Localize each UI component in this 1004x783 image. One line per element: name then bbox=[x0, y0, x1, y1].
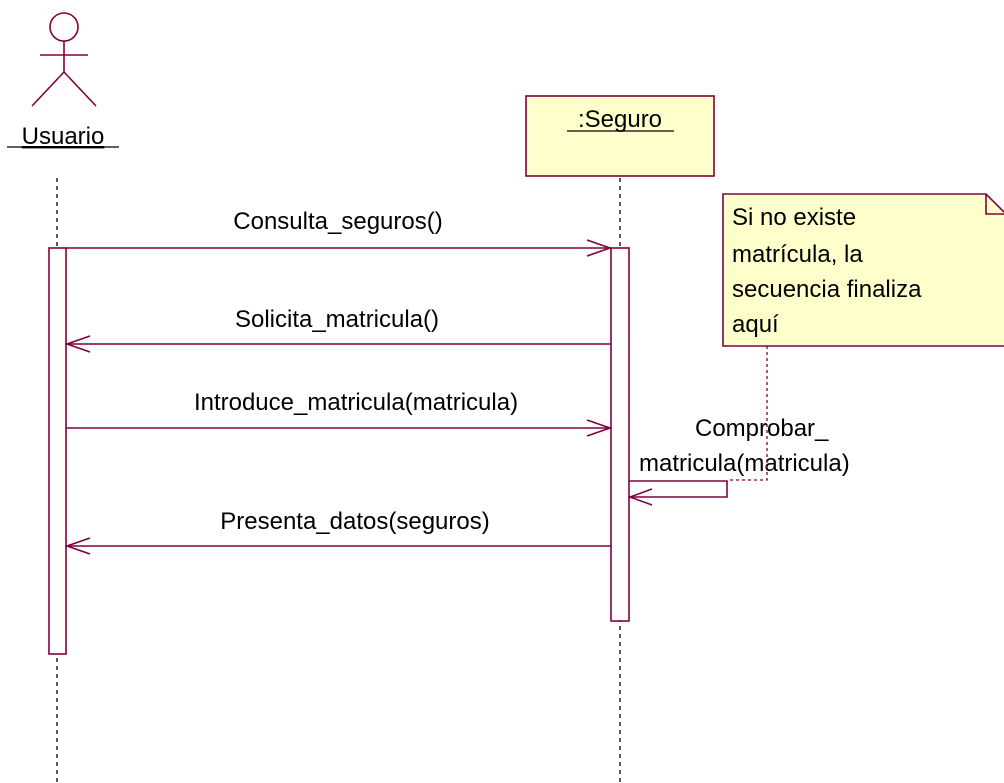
message-label: Presenta_datos(seguros) bbox=[220, 508, 489, 535]
arrowhead-open-left-icon bbox=[64, 335, 91, 353]
object-name: :Seguro bbox=[578, 106, 662, 133]
activation-bar-usuario bbox=[48, 247, 67, 655]
note-line: secuencia finaliza bbox=[732, 276, 922, 303]
arrowhead-open-right-icon bbox=[586, 239, 613, 257]
message-label-line2: matricula(matricula) bbox=[639, 450, 850, 477]
actor-name: Usuario bbox=[22, 123, 105, 150]
message-consulta-seguros bbox=[66, 239, 613, 257]
message-solicita-matricula bbox=[64, 335, 611, 353]
note-folded-corner-icon bbox=[985, 194, 1004, 215]
note: Si no existe matrícula, la secuencia fin… bbox=[722, 193, 1004, 347]
message-self-comprobar-matricula bbox=[627, 480, 728, 506]
actor-usuario bbox=[31, 12, 97, 107]
arrowhead-open-left-icon bbox=[64, 537, 91, 555]
message-label: Introduce_matricula(matricula) bbox=[194, 389, 518, 416]
note-line: Si no existe bbox=[732, 204, 856, 231]
message-label: Solicita_matricula() bbox=[235, 306, 439, 333]
object-box-seguro bbox=[525, 95, 715, 177]
message-label-line1: Comprobar_ bbox=[695, 415, 829, 442]
arrowhead-open-right-icon bbox=[586, 419, 613, 437]
arrowhead-open-left-icon bbox=[627, 488, 653, 506]
message-introduce-matricula bbox=[66, 419, 613, 437]
note-line: aquí bbox=[732, 311, 779, 338]
note-anchor-line bbox=[729, 346, 768, 481]
stick-figure-actor-icon bbox=[31, 12, 97, 107]
note-box bbox=[722, 193, 1004, 347]
message-presenta-datos bbox=[64, 537, 611, 555]
activation-bar-seguro bbox=[610, 247, 630, 622]
note-line: matrícula, la bbox=[732, 241, 863, 268]
message-label: Consulta_seguros() bbox=[233, 208, 442, 235]
